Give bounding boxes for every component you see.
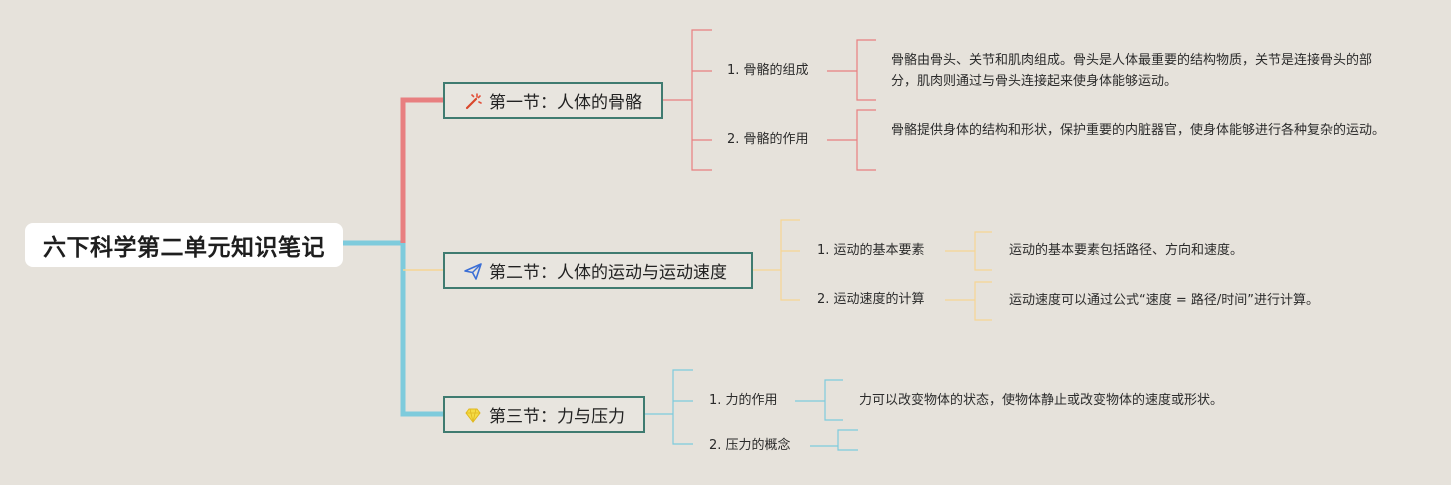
section-1-node[interactable]: 第一节：人体的骨骼 — [443, 82, 663, 119]
topic-1-1-label[interactable]: 1. 骨骼的组成 — [727, 63, 809, 78]
topic-3-1-label[interactable]: 1. 力的作用 — [709, 393, 778, 408]
magic-wand-icon — [463, 91, 483, 111]
topic-3-1-note: 力可以改变物体的状态，使物体静止或改变物体的速度或形状。 — [859, 393, 1224, 408]
topic-2-1-note: 运动的基本要素包括路径、方向和速度。 — [1009, 243, 1244, 258]
topic-2-2-note: 运动速度可以通过公式“速度 = 路径/时间”进行计算。 — [1009, 293, 1320, 308]
section-2-title: 第二节：人体的运动与运动速度 — [489, 263, 727, 283]
section-1-title: 第一节：人体的骨骼 — [489, 93, 642, 113]
topic-3-2-label[interactable]: 2. 压力的概念 — [709, 438, 791, 453]
section-3-title: 第三节：力与压力 — [489, 407, 625, 427]
topic-2-2-label[interactable]: 2. 运动速度的计算 — [817, 292, 925, 307]
root-title: 六下科学第二单元知识笔记 — [43, 235, 325, 261]
topic-1-2-note: 骨骼提供身体的结构和形状，保护重要的内脏器官，使身体能够进行各种复杂的运动。 — [891, 123, 1386, 138]
diamond-icon — [463, 405, 483, 425]
section-3-node[interactable]: 第三节：力与压力 — [443, 396, 645, 433]
topic-1-1-note: 骨骼由骨头、关节和肌肉组成。骨头是人体最重要的结构物质，关节是连接骨头的部分，肌… — [891, 53, 1373, 89]
topic-2-1-label[interactable]: 1. 运动的基本要素 — [817, 243, 925, 258]
root-topic[interactable]: 六下科学第二单元知识笔记 — [25, 223, 343, 267]
topic-1-2-label[interactable]: 2. 骨骼的作用 — [727, 132, 809, 147]
section-2-node[interactable]: 第二节：人体的运动与运动速度 — [443, 252, 753, 289]
paper-plane-icon — [463, 261, 483, 281]
